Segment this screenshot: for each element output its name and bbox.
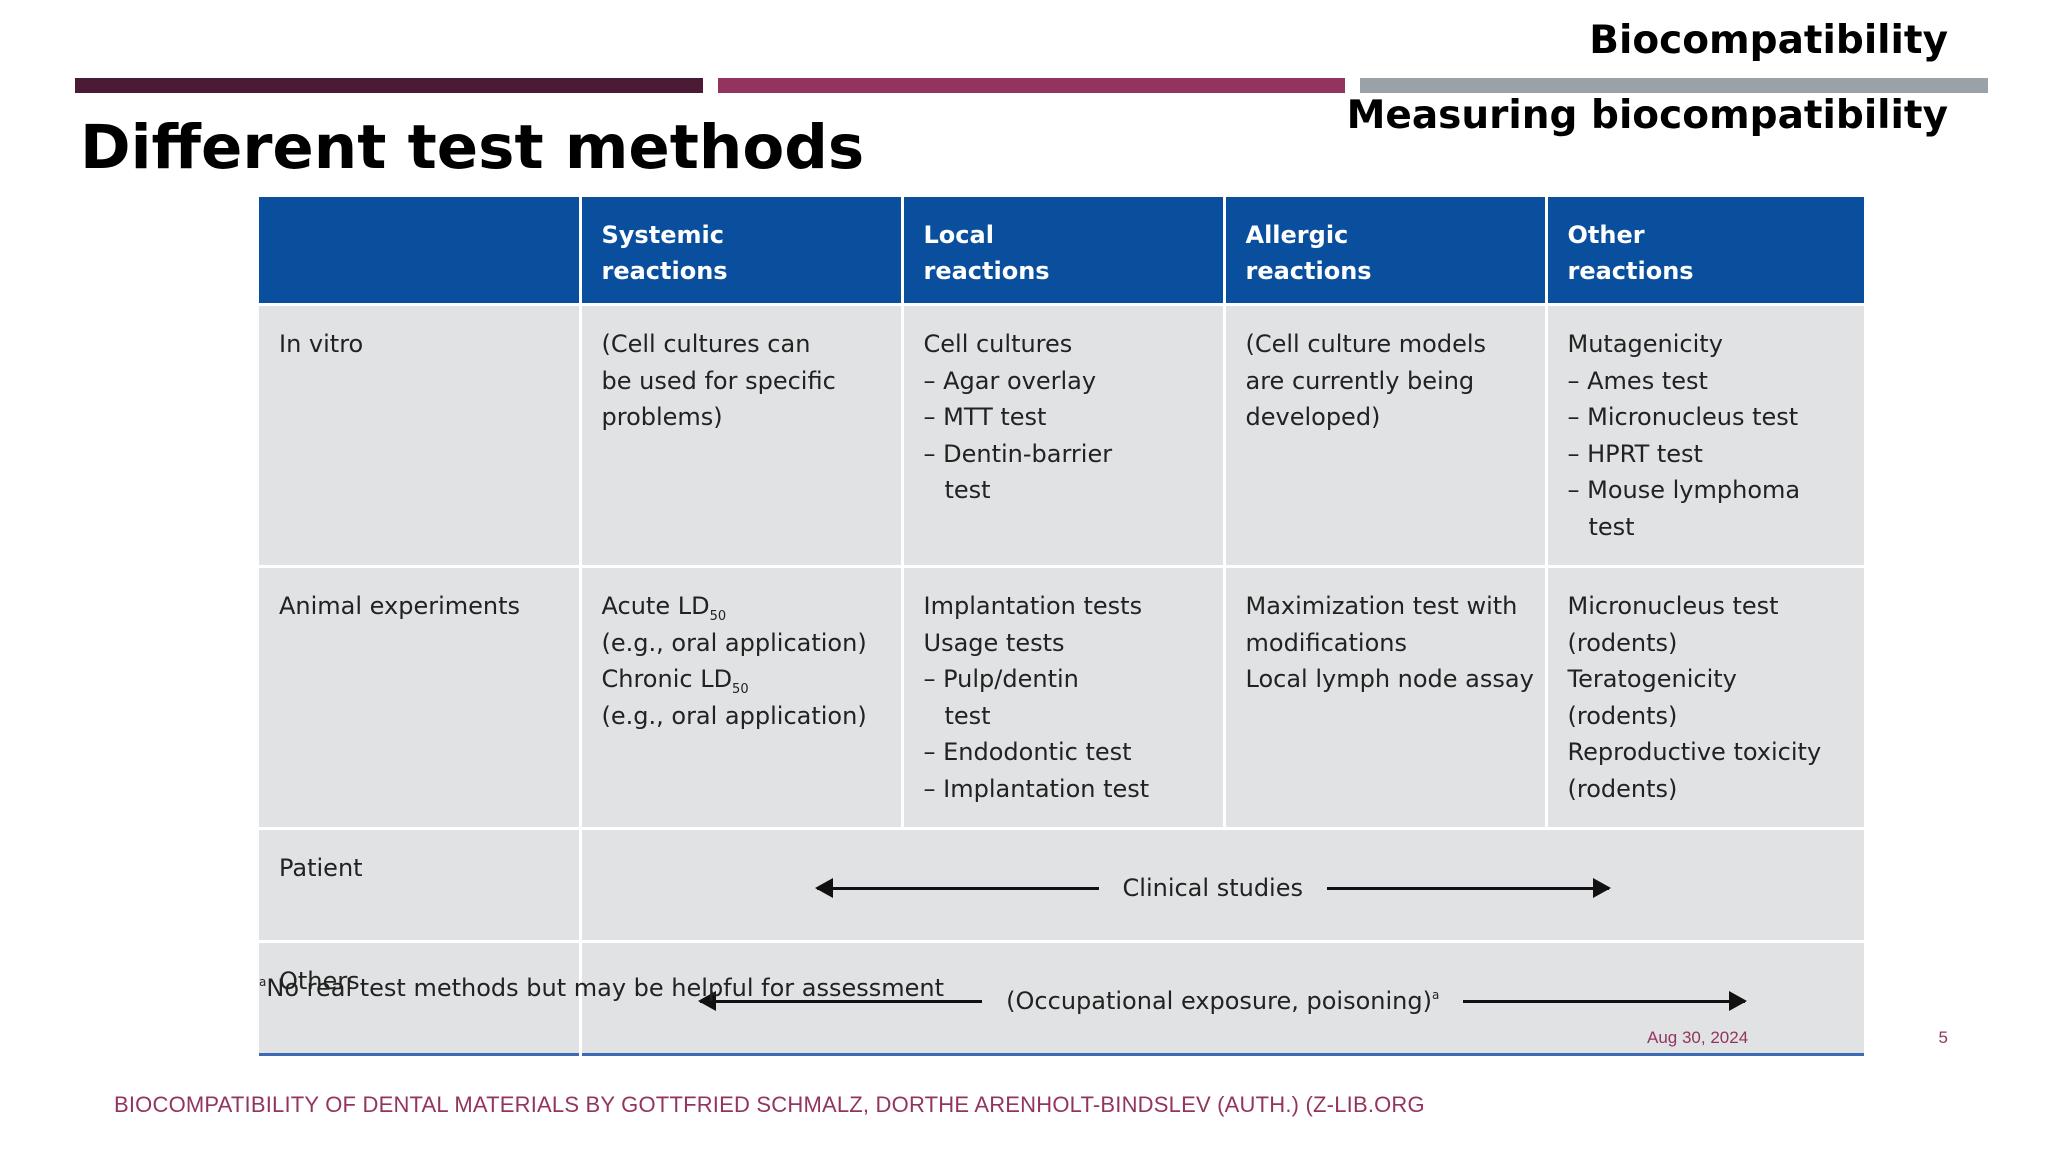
cell-animal-other: Micronucleus test (rodents) Teratogenici… (1546, 565, 1864, 829)
cell-in-vitro-other: Mutagenicity – Ames test – Micronucleus … (1546, 303, 1864, 567)
right-arrow-icon (1463, 990, 1748, 1011)
header-systemic-reactions: Systemic reactions (580, 197, 904, 305)
header-empty (259, 197, 582, 305)
row-label-animal-experiments: Animal experiments (259, 565, 582, 829)
cell-in-vitro-allergic: (Cell culture models are currently being… (1224, 303, 1548, 567)
test-methods-table: Systemic reactions Local reactions Aller… (259, 197, 1864, 1056)
left-arrow-icon (814, 877, 1099, 898)
slide-date: Aug 30, 2024 (1647, 1028, 1749, 1047)
header-other-reactions: Other reactions (1546, 197, 1864, 305)
slide-title: Different test methods (80, 112, 865, 183)
cell-animal-local: Implantation tests Usage tests – Pulp/de… (902, 565, 1226, 829)
row-label-patient: Patient (259, 827, 582, 942)
cell-animal-systemic: Acute LD50 (e.g., oral application) Chro… (580, 565, 904, 829)
right-arrow-icon (1326, 877, 1611, 898)
table-row-animal-experiments: Animal experiments Acute LD50 (e.g., ora… (259, 565, 1864, 829)
accent-bar-2 (718, 78, 1345, 93)
accent-bar-3 (1360, 78, 1988, 93)
header-local-reactions: Local reactions (902, 197, 1226, 305)
subsection-label: Measuring biocompatibility (1346, 93, 1948, 138)
cell-patient-span: Clinical studies (580, 827, 1864, 942)
cell-in-vitro-local: Cell cultures – Agar overlay – MTT test … (902, 303, 1226, 567)
table-row-patient: Patient Clinical studies (259, 827, 1864, 942)
row-label-others: Others (259, 940, 582, 1055)
table-footnote: aNo real test methods but may be helpful… (259, 974, 945, 1002)
table-row-others: Others (Occupational exposure, poisoning… (259, 940, 1864, 1055)
row-label-in-vitro: In vitro (259, 303, 582, 567)
section-label: Biocompatibility (1589, 18, 1948, 63)
cell-animal-allergic: Maximization test with modifications Loc… (1224, 565, 1548, 829)
source-citation: BIOCOMPATIBILITY OF DENTAL MATERIALS BY … (114, 1092, 1425, 1117)
cell-others-span: (Occupational exposure, poisoning)a (580, 940, 1864, 1055)
left-arrow-icon (698, 990, 983, 1011)
clinical-studies-label: Clinical studies (1122, 873, 1303, 902)
table-header-row: Systemic reactions Local reactions Aller… (259, 197, 1864, 305)
occupational-exposure-label: (Occupational exposure, poisoning)a (1006, 986, 1440, 1015)
cell-in-vitro-systemic: (Cell cultures can be used for specific … (580, 303, 904, 567)
slide-number: 5 (1938, 1028, 1948, 1047)
header-allergic-reactions: Allergic reactions (1224, 197, 1548, 305)
accent-bar-1 (75, 78, 703, 93)
table-row-in-vitro: In vitro (Cell cultures can be used for … (259, 303, 1864, 567)
